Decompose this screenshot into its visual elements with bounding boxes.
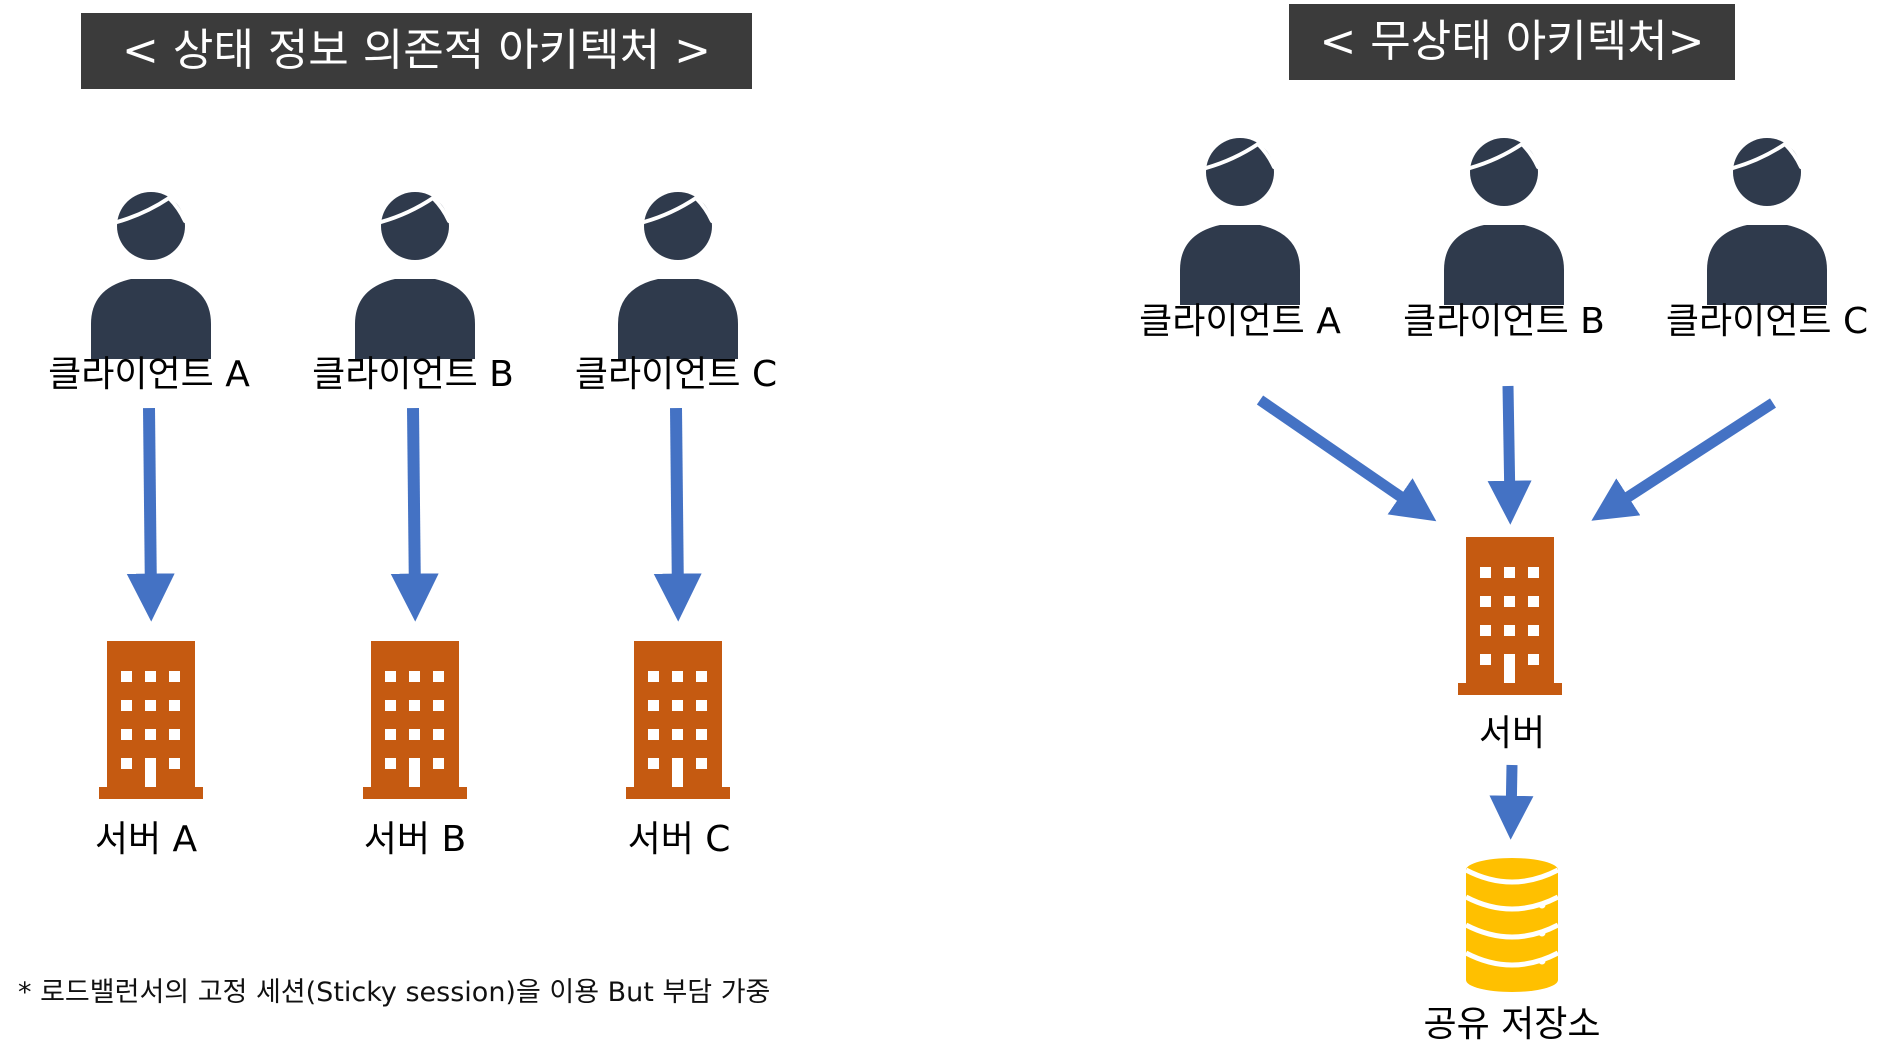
shared-server-building-icon <box>1458 537 1562 695</box>
server-b-building-icon <box>363 641 467 799</box>
server-c-label: 서버 C <box>627 819 731 860</box>
client-b-label: 클라이언트 B <box>312 354 514 395</box>
server-a-label: 서버 A <box>94 819 198 860</box>
shared-storage-label: 공유 저장소 <box>1423 1004 1601 1045</box>
sticky-session-note: * 로드밸런서의 고정 세션(Sticky session)을 이용 But 부… <box>18 977 771 1008</box>
arrow-client-b-to-server <box>1487 385 1532 525</box>
arrow-client-a-to-server-a <box>126 407 175 622</box>
stateless-client-a-label: 클라이언트 A <box>1139 301 1341 342</box>
stateful-architecture-title: < 상태 정보 의존적 아키텍처 > <box>81 13 752 89</box>
arrow-client-a-to-server <box>1256 395 1437 522</box>
server-c-building-icon <box>626 641 730 799</box>
server-b-label: 서버 B <box>363 819 467 860</box>
arrow-client-c-to-server-c <box>653 407 702 622</box>
arrow-server-to-storage <box>1489 764 1534 840</box>
stateless-client-c-label: 클라이언트 C <box>1665 301 1869 342</box>
client-c-person-icon <box>616 190 740 361</box>
arrow-client-c-to-server <box>1591 398 1776 521</box>
client-b-person-icon <box>353 190 477 361</box>
stateless-client-b-person-icon <box>1442 136 1566 307</box>
stateless-architecture-title: < 무상태 아키텍처> <box>1289 4 1735 80</box>
client-a-person-icon <box>89 190 213 361</box>
arrow-client-b-to-server-b <box>390 407 439 622</box>
client-a-label: 클라이언트 A <box>48 354 250 395</box>
client-c-label: 클라이언트 C <box>574 354 778 395</box>
shared-storage-database-icon <box>1466 858 1558 992</box>
server-label: 서버 <box>1478 713 1546 754</box>
stateless-client-b-label: 클라이언트 B <box>1403 301 1605 342</box>
stateless-client-a-person-icon <box>1178 136 1302 307</box>
stateless-client-c-person-icon <box>1705 136 1829 307</box>
server-a-building-icon <box>99 641 203 799</box>
